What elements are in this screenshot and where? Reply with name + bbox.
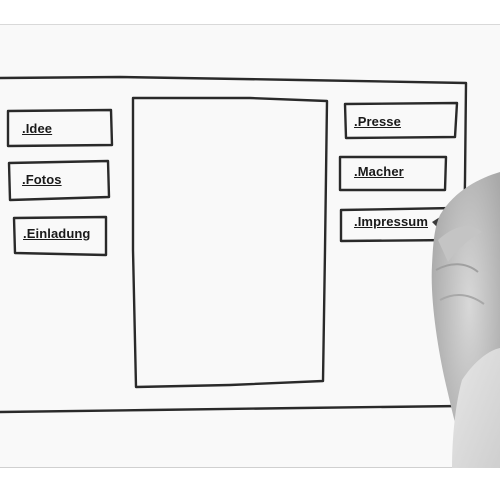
- nav-box-einladung: [12, 215, 108, 257]
- nav-link-fotos[interactable]: .Fotos: [22, 172, 62, 187]
- nav-link-idee[interactable]: .Idee: [22, 121, 53, 136]
- nav-link-einladung[interactable]: .Einladung: [23, 226, 91, 241]
- bottom-divider: [0, 467, 500, 468]
- top-divider: [0, 24, 500, 25]
- content-panel: [131, 96, 329, 389]
- nav-link-presse[interactable]: .Presse: [354, 114, 401, 129]
- nav-box-presse: [343, 101, 459, 140]
- nav-box-idee: [6, 108, 114, 148]
- nav-link-macher[interactable]: .Macher: [354, 164, 404, 179]
- nav-box-fotos: [7, 159, 111, 202]
- nav-link-impressum[interactable]: .Impressum: [354, 214, 428, 229]
